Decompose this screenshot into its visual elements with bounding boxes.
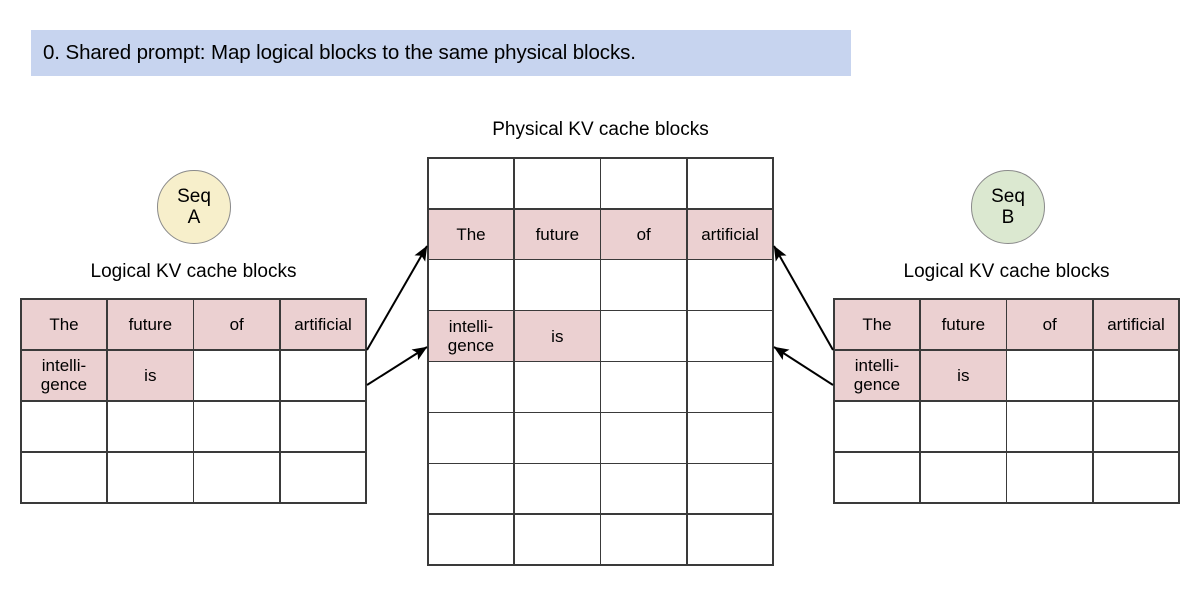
kv-block-cell-empty	[428, 515, 514, 565]
kv-block-cell-empty	[687, 413, 773, 463]
kv-block-cell-filled: future	[107, 299, 193, 350]
seq-b-label-line2: B	[1001, 207, 1015, 228]
kv-block-cell-empty	[687, 464, 773, 514]
kv-block-cell-filled: artificial	[280, 299, 366, 350]
kv-block-cell-filled: of	[601, 209, 687, 259]
kv-block-cell-empty	[1093, 452, 1179, 503]
kv-block-cell-filled: is	[514, 311, 600, 361]
seq-b-label-line1: Seq	[991, 185, 1025, 207]
kv-block-cell-empty	[428, 158, 514, 208]
kv-block-cell-empty	[687, 260, 773, 310]
kv-block-cell-empty	[514, 413, 600, 463]
kv-block-cell-empty	[194, 401, 280, 452]
kv-block-cell-empty	[601, 515, 687, 565]
kv-block-cell-empty	[601, 362, 687, 412]
kv-block-cell-empty	[280, 452, 366, 503]
kv-block-cell-filled: The	[21, 299, 107, 350]
prompt-banner: 0. Shared prompt: Map logical blocks to …	[31, 30, 851, 76]
kv-block-cell-empty	[280, 350, 366, 401]
kv-block-cell-filled: artificial	[1093, 299, 1179, 350]
prompt-banner-text: 0. Shared prompt: Map logical blocks to …	[43, 40, 636, 64]
kv-block-cell-empty	[280, 401, 366, 452]
kv-block-cell-empty	[834, 452, 920, 503]
kv-block-cell-empty	[428, 362, 514, 412]
kv-block-cell-empty	[687, 362, 773, 412]
kv-block-cell-empty	[514, 515, 600, 565]
kv-block-cell-empty	[428, 413, 514, 463]
kv-block-cell-empty	[194, 350, 280, 401]
kv-block-cell-filled: of	[1007, 299, 1093, 350]
kv-block-cell-empty	[601, 413, 687, 463]
kv-block-cell-empty	[601, 158, 687, 208]
kv-block-cell-filled: artificial	[687, 209, 773, 259]
kv-block-cell-filled: future	[514, 209, 600, 259]
seq-a-block0-to-physical-row2	[366, 245, 428, 351]
seq-a-label-line1: Seq	[177, 185, 211, 207]
kv-block-cell-empty	[21, 452, 107, 503]
seq-a-block1-to-physical-row4	[366, 346, 428, 386]
kv-block-cell-empty	[601, 311, 687, 361]
kv-block-cell-empty	[194, 452, 280, 503]
kv-block-cell-empty	[514, 464, 600, 514]
seq-b-block1-to-physical-row4	[773, 346, 834, 386]
kv-block-cell-filled: of	[194, 299, 280, 350]
logical-blocks-caption-left: Logical KV cache blocks	[90, 261, 297, 282]
physical-blocks-caption: Physical KV cache blocks	[492, 119, 709, 140]
kv-block-cell-empty	[107, 452, 193, 503]
kv-block-cell-empty	[428, 464, 514, 514]
kv-block-cell-filled: intelli-gence	[21, 350, 107, 401]
logical-blocks-caption-right: Logical KV cache blocks	[903, 261, 1110, 282]
kv-block-cell-filled: The	[834, 299, 920, 350]
kv-block-cell-empty	[514, 362, 600, 412]
kv-block-cell-empty	[514, 260, 600, 310]
kv-block-cell-filled: future	[920, 299, 1006, 350]
kv-block-cell-empty	[687, 158, 773, 208]
kv-block-cell-empty	[1007, 401, 1093, 452]
kv-block-cell-empty	[920, 452, 1006, 503]
kv-block-cell-filled: The	[428, 209, 514, 259]
kv-block-cell-empty	[687, 311, 773, 361]
kv-block-cell-empty	[1007, 452, 1093, 503]
kv-block-cell-empty	[107, 401, 193, 452]
kv-block-cell-empty	[601, 260, 687, 310]
kv-block-cell-filled: intelli-gence	[834, 350, 920, 401]
kv-block-cell-empty	[1007, 350, 1093, 401]
kv-block-cell-empty	[834, 401, 920, 452]
kv-block-cell-empty	[687, 515, 773, 565]
seq-a-badge: Seq A	[157, 170, 231, 244]
seq-b-badge: Seq B	[971, 170, 1045, 244]
seq-a-label-line2: A	[187, 207, 201, 228]
seq-b-block0-to-physical-row2	[773, 245, 834, 351]
kv-block-cell-empty	[1093, 350, 1179, 401]
kv-block-cell-empty	[514, 158, 600, 208]
kv-block-cell-empty	[601, 464, 687, 514]
kv-block-cell-empty	[1093, 401, 1179, 452]
kv-block-cell-filled: intelli-gence	[428, 311, 514, 361]
kv-block-cell-empty	[21, 401, 107, 452]
kv-block-cell-filled: is	[107, 350, 193, 401]
kv-block-cell-empty	[428, 260, 514, 310]
kv-block-cell-filled: is	[920, 350, 1006, 401]
kv-block-cell-empty	[920, 401, 1006, 452]
